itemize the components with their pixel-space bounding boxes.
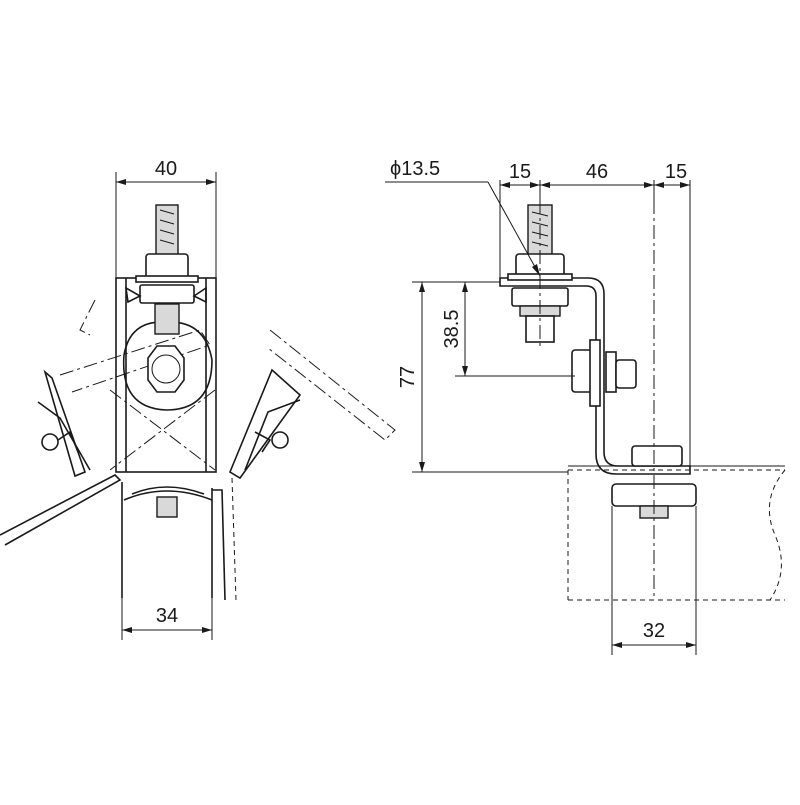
right-flange bbox=[228, 368, 302, 480]
bottom-clip bbox=[121, 477, 237, 601]
dim-upper-height: 38.5 bbox=[441, 281, 575, 377]
center-hex-nut bbox=[147, 345, 185, 393]
dim-total-height: 77 bbox=[397, 281, 568, 473]
dim-bottom-width: 34 bbox=[121, 598, 213, 640]
channel-outline bbox=[59, 299, 396, 471]
dim-label-total-height: 77 bbox=[397, 366, 419, 388]
dim-label-right-offset: 15 bbox=[665, 161, 687, 183]
side-middle-bolt bbox=[571, 339, 637, 407]
left-flange bbox=[0, 369, 122, 546]
dim-label-bottom-width: 34 bbox=[156, 605, 178, 627]
dim-top-width: 40 bbox=[115, 158, 217, 278]
dim-label-span: 46 bbox=[586, 161, 608, 183]
top-bolt bbox=[124, 204, 207, 335]
dim-base-width: 32 bbox=[611, 506, 697, 655]
slot-plate bbox=[122, 321, 213, 411]
dim-top-chain: 15 46 15 bbox=[499, 161, 691, 466]
side-view: 15 46 15 ϕ13.5 38.5 77 bbox=[385, 158, 786, 655]
l-bracket bbox=[499, 277, 691, 475]
dim-label-upper-height: 38.5 bbox=[441, 310, 463, 349]
dim-label-hole-diameter: ϕ13.5 bbox=[390, 158, 440, 180]
dim-hole-diameter: ϕ13.5 bbox=[385, 158, 541, 277]
front-view: 40 34 bbox=[0, 158, 396, 640]
dim-label-top-width: 40 bbox=[155, 158, 177, 180]
dim-label-base-width: 32 bbox=[643, 620, 665, 642]
dim-label-left-offset: 15 bbox=[509, 161, 531, 183]
